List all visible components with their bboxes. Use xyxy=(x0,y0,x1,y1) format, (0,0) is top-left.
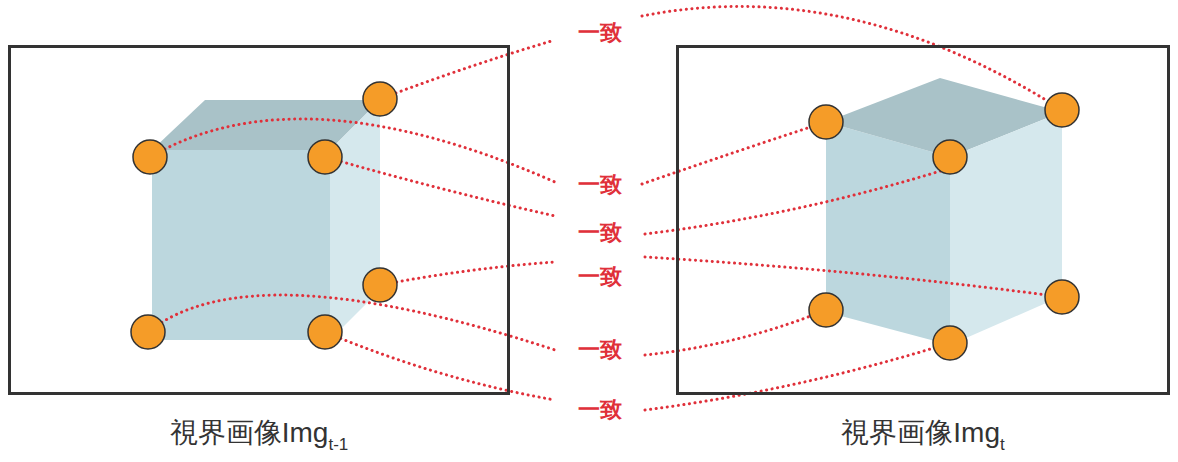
match-line xyxy=(325,157,555,216)
match-label: 一致 xyxy=(575,21,625,45)
keypoint xyxy=(133,140,167,174)
keypoint xyxy=(933,326,967,360)
cube-face xyxy=(950,112,1062,345)
keypoint xyxy=(809,293,843,327)
left-cube xyxy=(152,100,380,340)
match-line xyxy=(380,262,555,285)
match-line xyxy=(642,6,1062,110)
frame-caption: 視界画像Imgt xyxy=(679,414,1167,455)
caption-text: 視界画像Img xyxy=(841,417,1000,448)
keypoint xyxy=(1045,93,1079,127)
caption-subscript: t xyxy=(1000,435,1005,454)
keypoint xyxy=(363,268,397,302)
match-line xyxy=(150,119,555,182)
caption-text: 視界画像Img xyxy=(170,417,329,448)
match-label: 一致 xyxy=(575,398,625,422)
keypoint xyxy=(308,315,342,349)
match-label: 一致 xyxy=(575,221,625,245)
keypoint xyxy=(809,105,843,139)
image-frame: 視界画像Imgt-1 xyxy=(8,45,510,395)
match-label: 一致 xyxy=(575,265,625,289)
cube-face xyxy=(330,100,380,340)
keypoint xyxy=(308,140,342,174)
image-frame: 視界画像Imgt xyxy=(676,45,1170,395)
match-line xyxy=(645,343,950,410)
match-line xyxy=(645,168,950,234)
match-lines xyxy=(148,6,1062,410)
match-line xyxy=(645,257,1062,297)
keypoints xyxy=(131,82,1079,360)
frame-caption: 視界画像Imgt-1 xyxy=(11,414,507,455)
keypoint xyxy=(933,140,967,174)
match-label: 一致 xyxy=(575,173,625,197)
match-label: 一致 xyxy=(575,338,625,362)
right-cube xyxy=(826,78,1062,345)
keypoint xyxy=(1045,280,1079,314)
keypoint xyxy=(131,315,165,349)
match-line xyxy=(642,122,826,184)
cube-face xyxy=(152,150,330,340)
match-line xyxy=(325,332,555,400)
match-line xyxy=(380,40,555,99)
match-line xyxy=(645,310,826,355)
keypoint xyxy=(363,82,397,116)
caption-subscript: t-1 xyxy=(328,435,348,454)
cube-face xyxy=(826,122,950,345)
